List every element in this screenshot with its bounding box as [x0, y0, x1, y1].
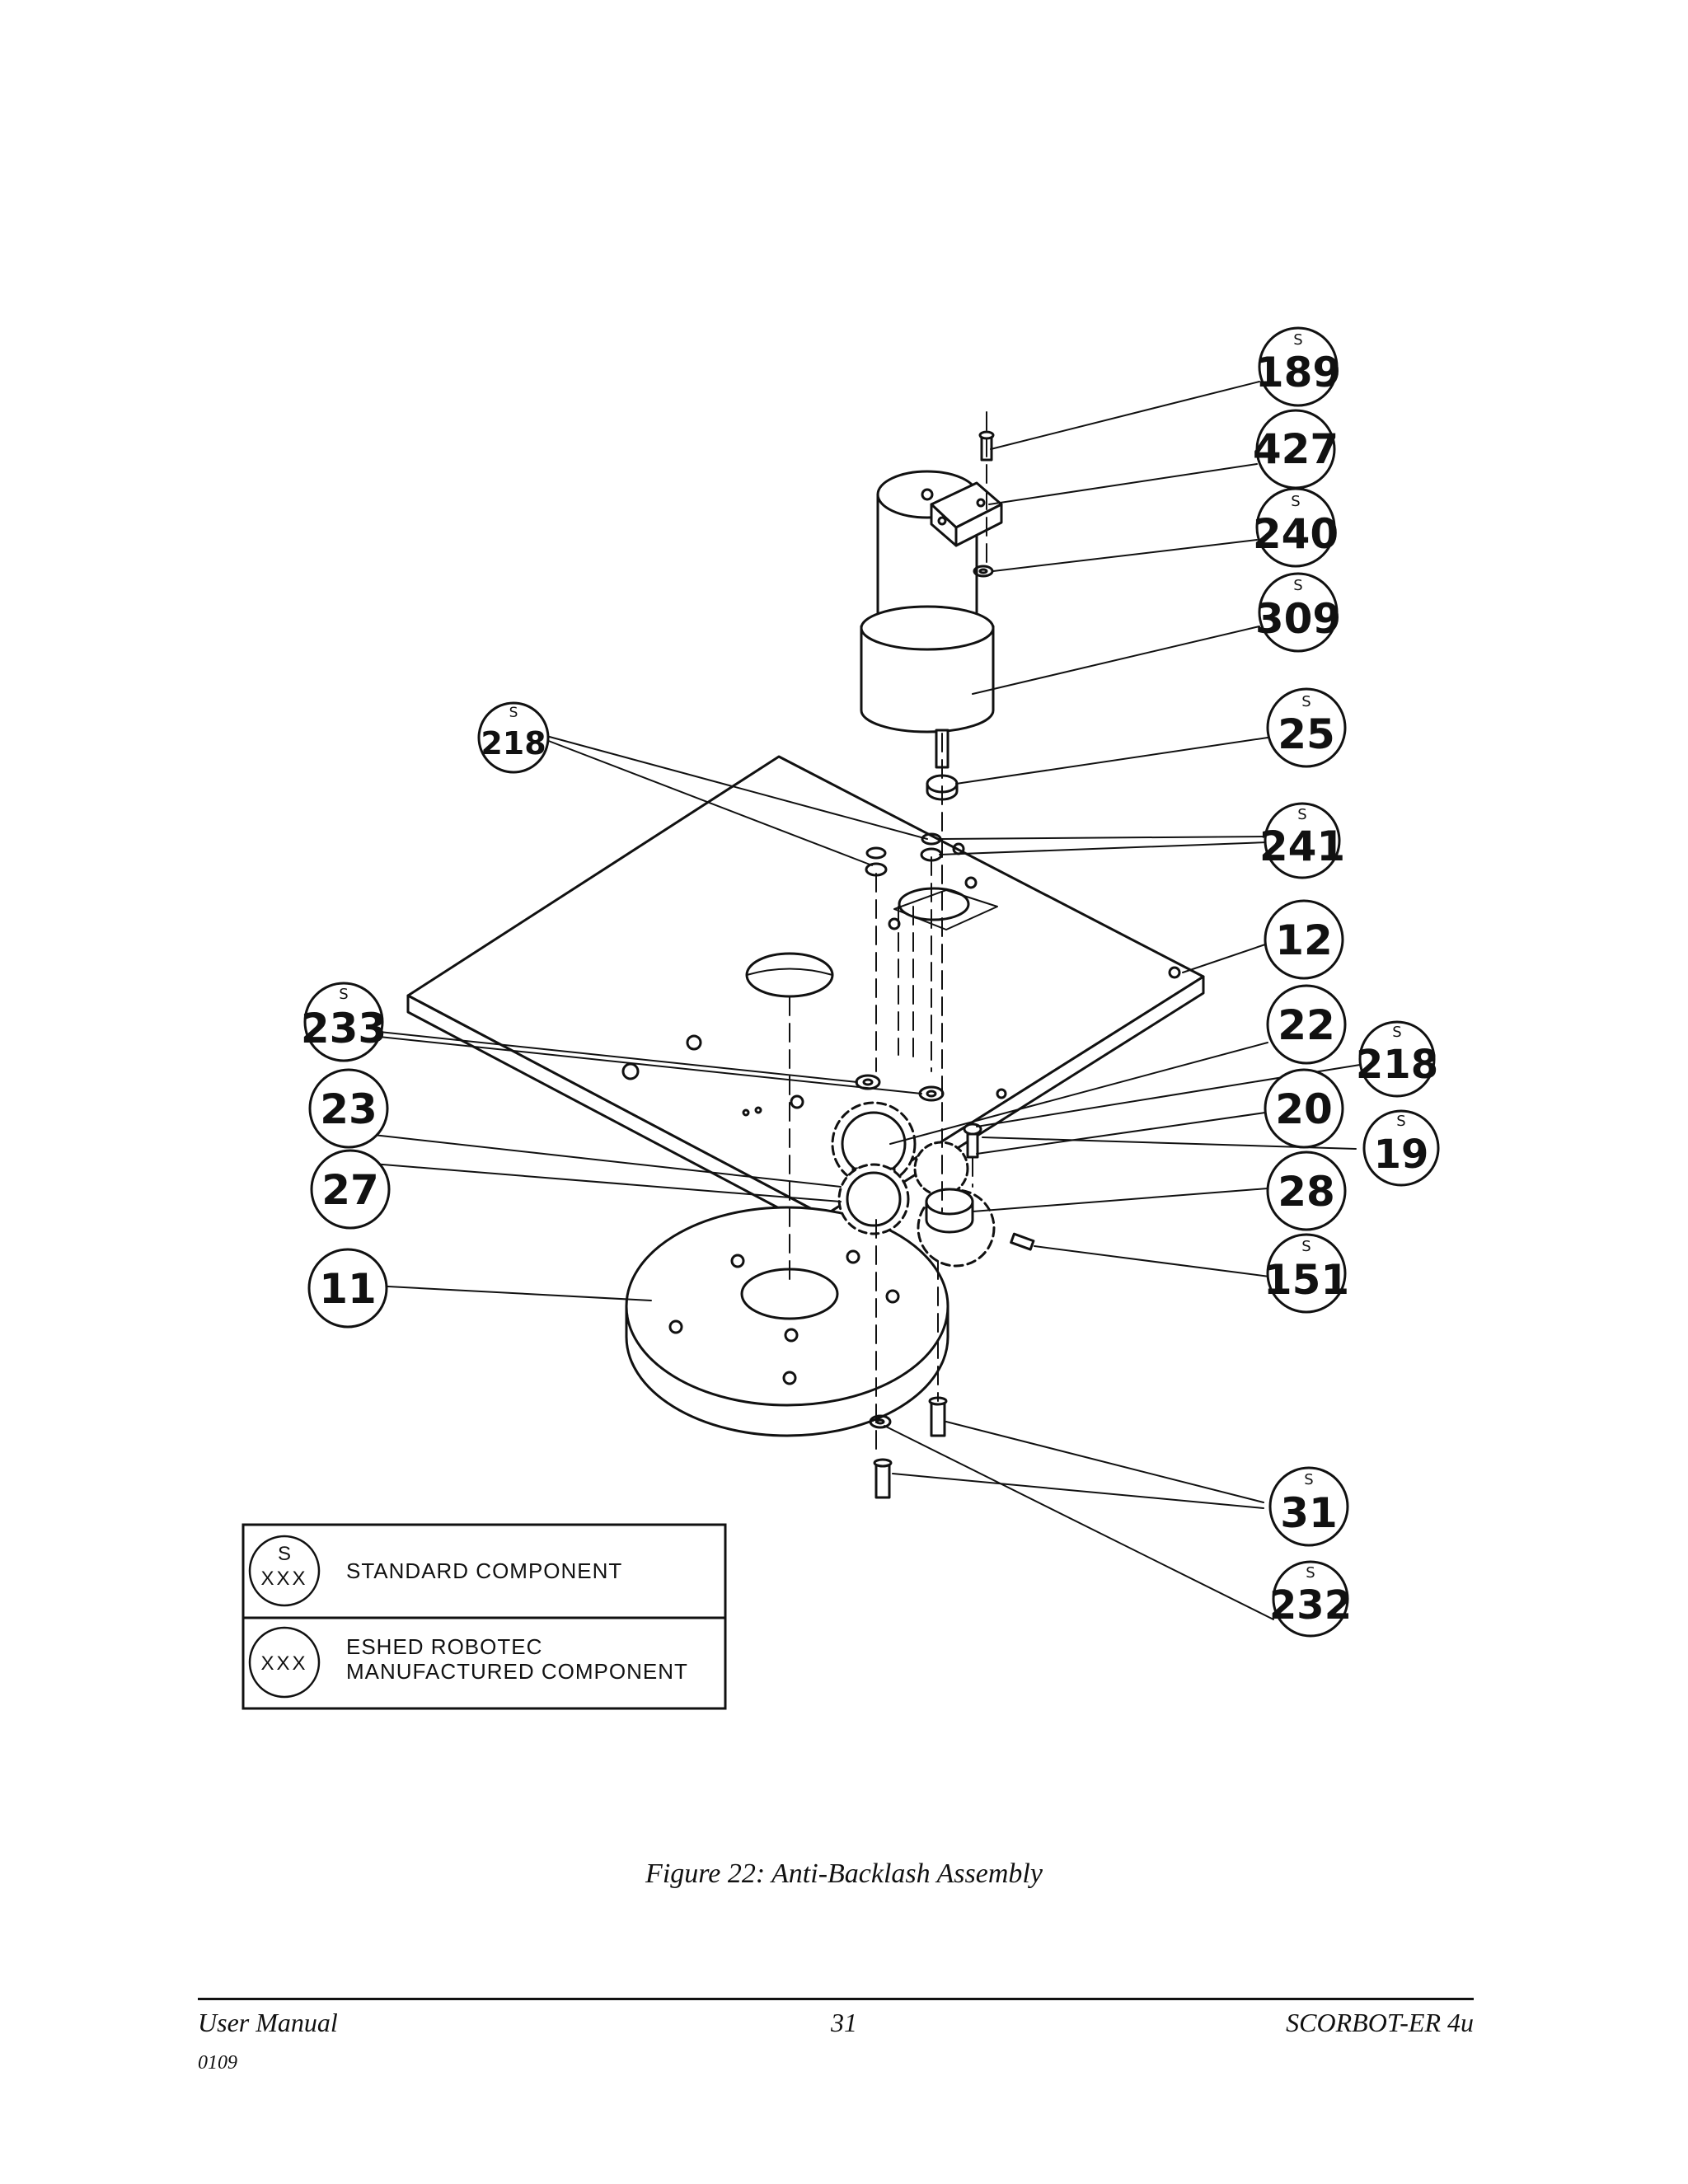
callout-label: 22: [1278, 1001, 1335, 1049]
callout-240: S 240: [1253, 487, 1339, 568]
callout-label: 218: [481, 725, 546, 762]
callout-label: 427: [1253, 425, 1339, 473]
callout-label: 20: [1275, 1085, 1333, 1133]
standard-mark: S: [509, 705, 518, 721]
footer-rule: [198, 1998, 1474, 2000]
callout-241: S 241: [1259, 802, 1345, 879]
callout-12: 12: [1264, 899, 1344, 980]
callout-11: 11: [307, 1248, 388, 1329]
callout-189: S 189: [1255, 326, 1341, 407]
mounting-plate: [406, 755, 1205, 1234]
set-screw: [1010, 1232, 1035, 1251]
callout-label: 28: [1278, 1168, 1335, 1216]
gear-train: [831, 1101, 996, 1268]
standard-mark: S: [1301, 1238, 1311, 1255]
callout-label: 25: [1278, 710, 1335, 758]
standard-mark: S: [1396, 1113, 1405, 1130]
callout-label: 218: [1356, 1042, 1438, 1088]
callout-232: S 232: [1269, 1560, 1352, 1638]
legend-standard-text: STANDARD COMPONENT: [346, 1558, 622, 1583]
legend-standard-code: XXX: [260, 1568, 307, 1590]
callout-218-right: S 218: [1356, 1020, 1438, 1098]
callout-label: 12: [1275, 916, 1333, 964]
standard-mark: S: [1306, 1564, 1315, 1582]
callout-151: S 151: [1264, 1233, 1349, 1314]
standard-mark: S: [1301, 693, 1311, 710]
legend-standard-mark: S: [278, 1543, 291, 1565]
standard-mark: S: [1293, 577, 1302, 594]
standard-mark: S: [1392, 1024, 1401, 1041]
footer-left: User Manual: [198, 2008, 338, 2037]
base-disc: [625, 1206, 950, 1437]
standard-mark: S: [1304, 1471, 1313, 1488]
callout-20: 20: [1264, 1068, 1344, 1149]
callout-label: 241: [1259, 823, 1345, 870]
callout-31: S 31: [1268, 1466, 1349, 1547]
callout-label: 151: [1264, 1256, 1349, 1304]
standard-mark: S: [339, 986, 348, 1003]
callout-label: 27: [321, 1166, 379, 1214]
legend-manufactured-code: XXX: [260, 1652, 307, 1675]
standard-mark: S: [1291, 493, 1300, 510]
callout-label: 233: [301, 1005, 387, 1052]
callout-25: S 25: [1266, 687, 1347, 768]
assembly-axes: [789, 411, 987, 1451]
callout-label: 232: [1269, 1582, 1352, 1629]
callout-28: 28: [1266, 1151, 1347, 1231]
footer-code: 0109: [198, 2052, 237, 2074]
callout-23: 23: [308, 1068, 389, 1149]
callout-label: 240: [1253, 510, 1339, 558]
callout-309: S 309: [1255, 572, 1341, 653]
legend-manufactured-line2: MANUFACTURED COMPONENT: [346, 1659, 688, 1684]
footer-right: SCORBOT-ER 4u: [1286, 2008, 1474, 2037]
motor: [860, 470, 1003, 769]
callout-427: 427: [1253, 409, 1339, 490]
footer-page-number: 31: [831, 2008, 857, 2037]
callout-label: 23: [320, 1085, 377, 1133]
callout-label: 189: [1255, 349, 1341, 396]
figure-caption: Figure 22: Anti-Backlash Assembly: [645, 1858, 1043, 1889]
callout-22: 22: [1266, 984, 1347, 1065]
callout-label: 11: [319, 1265, 377, 1313]
legend-box: S XXX STANDARD COMPONENT XXX ESHED ROBOT…: [241, 1523, 727, 1710]
callout-19: S 19: [1362, 1109, 1440, 1187]
callout-233: S 233: [301, 982, 387, 1062]
callout-label: 309: [1255, 595, 1341, 643]
standard-mark: S: [1293, 331, 1302, 349]
callout-label: 31: [1280, 1489, 1338, 1537]
callout-218-top: S 218: [477, 701, 550, 774]
standard-mark: S: [1297, 806, 1306, 823]
callout-27: 27: [310, 1149, 391, 1230]
callout-label: 19: [1374, 1132, 1429, 1178]
legend-manufactured-line1: ESHED ROBOTEC: [346, 1634, 542, 1659]
